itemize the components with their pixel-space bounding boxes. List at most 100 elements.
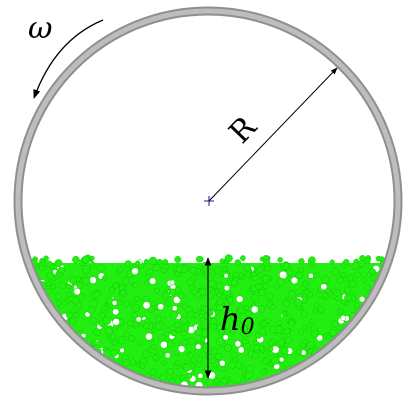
grain [328,352,336,360]
grain [331,267,340,276]
grain [37,374,46,383]
grain [361,276,368,283]
grain [53,346,62,355]
grain [127,320,134,327]
grain [313,271,320,279]
grain [34,327,43,335]
grain [311,330,320,338]
grain [353,302,360,309]
grain [48,353,55,359]
grain [81,255,90,264]
grain [64,375,71,382]
grain [355,339,364,347]
grain [344,293,352,302]
grain [26,320,33,327]
grain [300,285,306,291]
grain [217,298,224,306]
grain [374,331,381,338]
grain [99,311,105,318]
grain [71,348,77,355]
grain [89,316,98,325]
grain [340,272,347,278]
grain [119,347,125,354]
grain [195,328,203,336]
grain [283,327,291,335]
grain [195,255,203,263]
grain [122,379,129,387]
grain [152,263,161,272]
grain [371,334,378,342]
grain [29,357,35,364]
grain [180,316,188,325]
grain [157,350,164,357]
grain [352,365,359,372]
grain [96,376,104,384]
grain [117,266,124,273]
grain [56,350,65,359]
grain [224,328,230,335]
grain [301,384,308,387]
grain [95,365,103,373]
grain [234,361,242,369]
grain [128,264,135,270]
grain [45,367,53,376]
grain [26,311,34,319]
grain [378,336,384,342]
grain [92,380,99,387]
grain [359,380,365,387]
grain [368,322,375,328]
grain [255,283,263,290]
grain [187,352,195,360]
grain [358,296,366,303]
grain [298,258,305,265]
grain [250,305,259,314]
grain [243,318,251,326]
grain [47,333,56,342]
grain [96,263,105,272]
grain [122,377,130,386]
grain [43,383,49,387]
grain [139,319,146,326]
grain [261,357,270,365]
grain [356,366,364,374]
grain [181,338,189,346]
grain [365,353,371,360]
grain [342,347,351,357]
grain [260,320,267,326]
grain [187,310,195,319]
grain [195,381,204,387]
grain [121,358,130,367]
grain [329,259,335,265]
grain [92,328,101,337]
grain [208,286,214,292]
grain [78,369,85,375]
grain [177,345,186,353]
grain [39,342,48,352]
grain [131,304,140,313]
grain-particles [24,254,389,387]
grain [78,375,84,381]
grain [65,360,73,368]
grain [235,312,241,318]
grain [236,295,244,303]
grain [35,337,43,346]
grain [298,329,304,336]
grain [240,330,246,337]
height-subscript: 0 [241,315,255,340]
grain [142,350,151,358]
grain [379,376,387,383]
grain [320,382,329,387]
grain [42,330,51,339]
height-label: h0 [220,300,255,340]
grain [340,298,347,305]
grain [87,306,96,315]
grain [93,376,102,385]
grain [73,287,81,296]
grain [224,254,233,263]
grain [377,339,385,347]
grain [224,343,233,353]
grain [91,375,99,383]
grain [52,369,59,376]
grain [129,359,137,366]
grain [282,262,290,270]
